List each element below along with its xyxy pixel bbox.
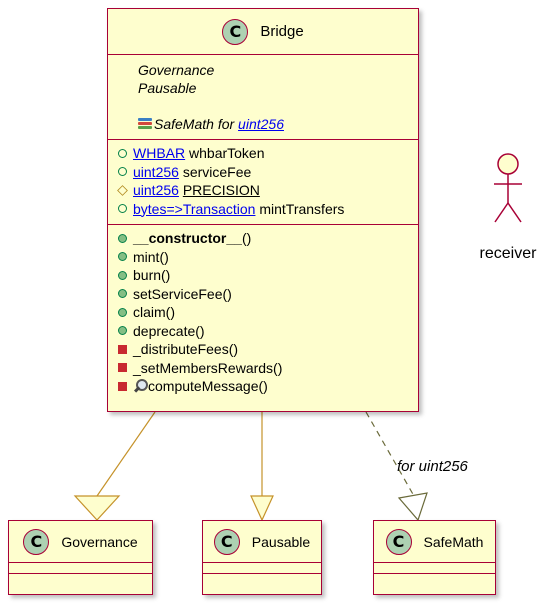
method-name: burn() xyxy=(133,267,171,283)
class-badge-icon: C xyxy=(23,528,50,555)
class-header: C Governance xyxy=(9,521,152,562)
method-row: computeMessage() xyxy=(118,377,418,396)
edge-bridge-safemath xyxy=(365,411,415,497)
magnifier-icon xyxy=(133,379,148,393)
fields-section: WHBAR whbarToken uint256 serviceFee uint… xyxy=(108,140,418,224)
using-type-link[interactable]: uint256 xyxy=(238,116,284,132)
method-row: claim() xyxy=(118,303,418,322)
private-method-icon xyxy=(118,363,127,373)
field-name-static: PRECISION xyxy=(182,182,260,198)
class-safemath[interactable]: C SafeMath xyxy=(373,520,496,595)
field-type-link[interactable]: uint256 xyxy=(133,182,179,198)
class-badge-icon: C xyxy=(385,528,412,555)
stereotype-section: Governance Pausable SafeMath for uint256 xyxy=(108,55,418,139)
public-method-icon xyxy=(118,270,127,280)
class-governance[interactable]: C Governance xyxy=(8,520,153,595)
public-method-icon xyxy=(118,233,127,243)
methods-section: __constructor__() mint() burn() setServi… xyxy=(108,225,418,402)
method-row: _setMembersRewards() xyxy=(118,359,418,378)
method-name: deprecate() xyxy=(133,322,205,339)
field-type-link[interactable]: bytes=>Transaction xyxy=(133,200,256,217)
public-method-icon xyxy=(118,307,127,317)
using-library: SafeMath for xyxy=(154,116,239,132)
field-name: mintTransfers xyxy=(259,200,345,217)
method-name: _distributeFees() xyxy=(133,341,239,357)
method-row: setServiceFee() xyxy=(118,285,418,304)
edge-bridge-governance xyxy=(96,411,156,497)
protected-field-icon xyxy=(117,184,128,196)
method-row: mint() xyxy=(118,248,418,267)
public-method-icon xyxy=(118,289,127,299)
class-name: Pausable xyxy=(251,533,311,550)
actor-name: receiver xyxy=(479,245,537,262)
book-icon xyxy=(138,118,152,130)
class-bridge[interactable]: C Bridge Governance Pausable SafeMath fo… xyxy=(107,8,419,412)
private-method-icon xyxy=(118,381,127,391)
method-name: mint() xyxy=(133,248,169,265)
field-type-link[interactable]: WHBAR xyxy=(133,145,186,161)
field-row: bytes=>Transaction mintTransfers xyxy=(118,200,418,219)
method-name: setServiceFee() xyxy=(133,285,232,302)
stereotype-pausable: Pausable xyxy=(138,80,197,96)
class-header: C Bridge xyxy=(108,9,418,54)
method-name: computeMessage() xyxy=(148,378,268,394)
method-name: _setMembersRewards() xyxy=(133,359,283,376)
class-badge-icon: C xyxy=(222,18,249,45)
field-row: uint256 serviceFee xyxy=(118,163,418,182)
public-field-icon xyxy=(118,148,127,158)
method-row: _distributeFees() xyxy=(118,340,418,359)
public-field-icon xyxy=(118,167,127,177)
class-header: C Pausable xyxy=(203,521,321,562)
stereotype-governance: Governance xyxy=(138,62,215,78)
using-directive: SafeMath for uint256 xyxy=(138,115,418,133)
field-row: WHBAR whbarToken xyxy=(118,144,418,163)
actor-stick-figure-icon xyxy=(494,153,522,223)
public-field-icon xyxy=(118,204,127,214)
class-badge-icon: C xyxy=(213,528,240,555)
field-name: serviceFee xyxy=(182,163,252,180)
class-header: C SafeMath xyxy=(374,521,495,562)
method-name: claim() xyxy=(133,304,175,320)
public-method-icon xyxy=(118,326,127,336)
class-pausable[interactable]: C Pausable xyxy=(202,520,322,595)
edge-bridge-governance-arrowhead xyxy=(73,495,121,521)
field-row: uint256 PRECISION xyxy=(117,181,418,200)
public-method-icon xyxy=(118,252,127,262)
field-name: whbarToken xyxy=(189,145,265,161)
class-name: SafeMath xyxy=(423,533,484,550)
edge-bridge-pausable-arrowhead xyxy=(250,495,274,522)
edge-label-safemath: for uint256 xyxy=(397,458,468,475)
method-row: burn() xyxy=(118,266,418,285)
class-name: Governance xyxy=(61,533,138,550)
class-name: Bridge xyxy=(260,23,304,40)
private-method-icon xyxy=(118,344,127,354)
method-suffix: () xyxy=(241,230,252,246)
method-row: __constructor__() xyxy=(118,229,418,248)
field-type-link[interactable]: uint256 xyxy=(133,163,179,180)
actor-receiver[interactable]: receiver xyxy=(466,150,550,270)
edge-bridge-safemath-arrowhead xyxy=(397,492,428,522)
method-row: deprecate() xyxy=(118,322,418,341)
method-name: __constructor__ xyxy=(133,230,242,246)
